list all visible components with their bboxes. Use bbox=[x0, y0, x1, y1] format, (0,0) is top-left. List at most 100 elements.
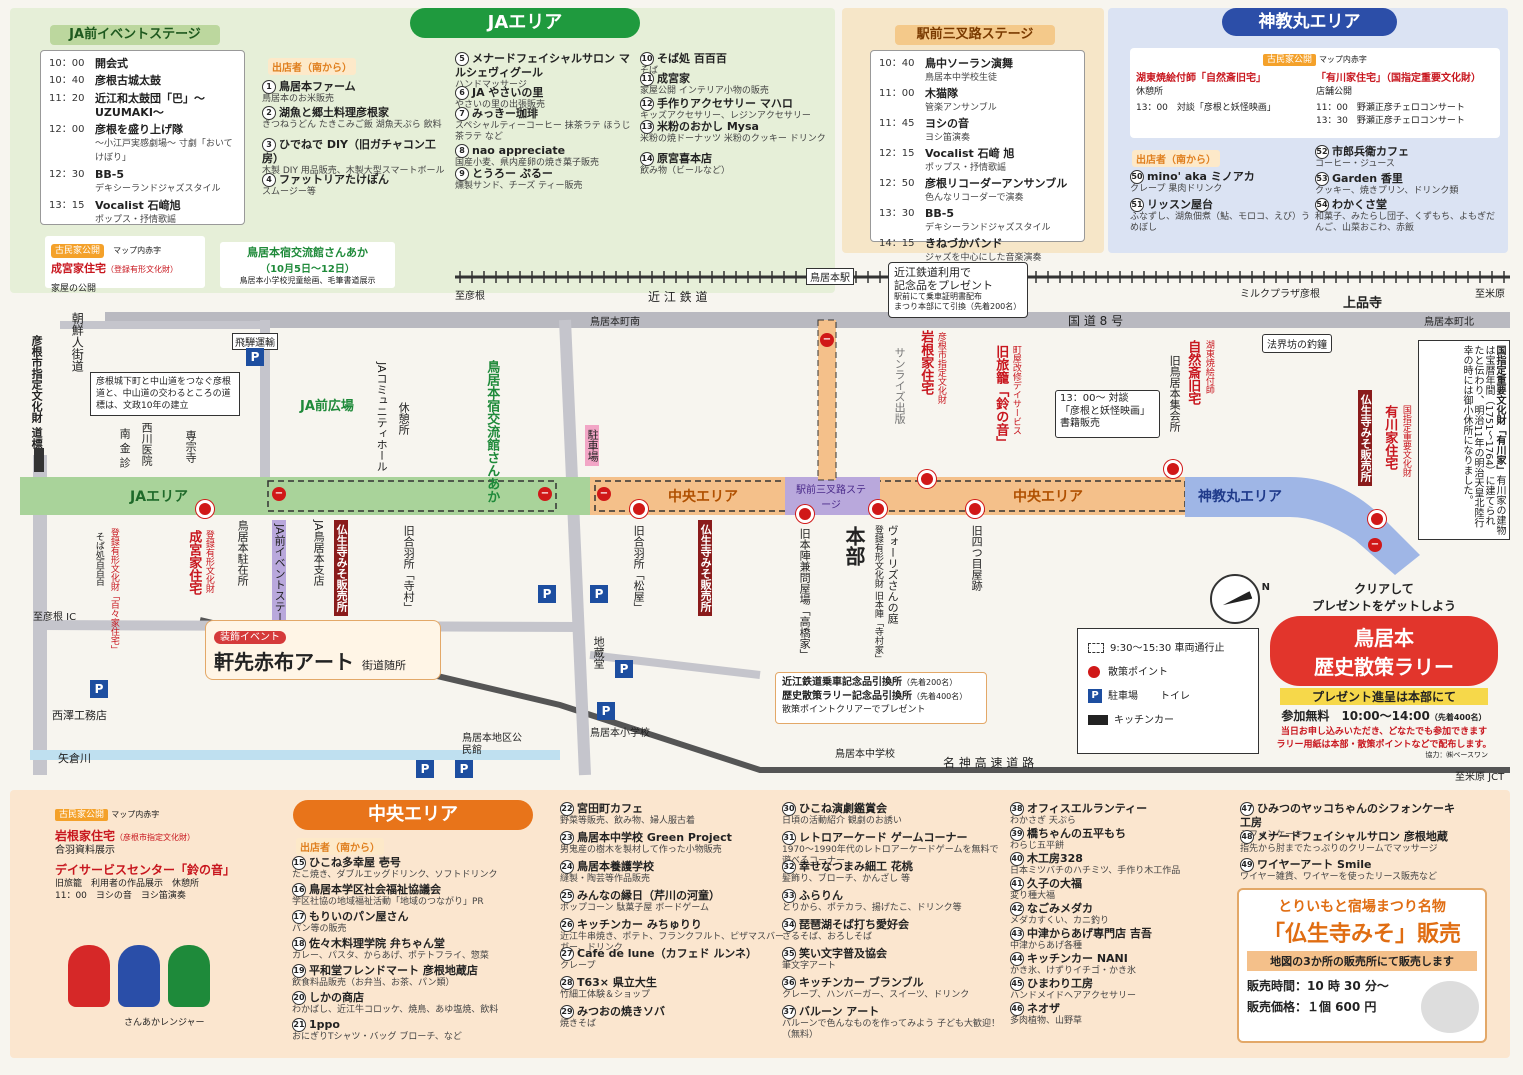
vendor-desc: 変り種大福 bbox=[1010, 891, 1056, 901]
minka-tag: 古民家公開 bbox=[1263, 54, 1317, 66]
vendor-number: 36 bbox=[782, 976, 796, 990]
vendor-desc: ポップコーン 駄菓子屋 ボードゲーム bbox=[560, 903, 710, 913]
chuo-area-band-label: 中央エリア bbox=[668, 489, 738, 505]
vendor-name: とうろー ぷるー bbox=[472, 167, 553, 180]
walk-point-marker[interactable] bbox=[918, 470, 936, 488]
arikawa-name: 「有川家住宅」（国指定重要文化財） bbox=[1316, 73, 1481, 84]
vendor-desc: クッキー、焼きプリン、ドリンク類 bbox=[1315, 186, 1459, 196]
vendor-desc: 近江牛串焼き、ポテト、フランクフルト、ピザマスバーガー、ドリンク bbox=[560, 932, 785, 954]
vendor-desc: 飲み物（ビールなど） bbox=[640, 166, 731, 176]
vendor-number: 26 bbox=[560, 918, 574, 932]
vendor-desc: 木製 DIY 用品販売、木製大型スマートボール bbox=[262, 165, 445, 176]
vendor-desc: 学区社協の地域福祉活動「地域のつながり」PR bbox=[292, 897, 484, 907]
vendor-name: T63× 県立大生 bbox=[577, 976, 657, 989]
vendor-desc: カレー、パスタ、からあげ、ポテトフライ、惣菜 bbox=[292, 951, 489, 961]
jinenzai-label: 自然斎旧宅 bbox=[1185, 340, 1201, 405]
vendor-name: 鳥居本ファーム bbox=[279, 80, 356, 93]
vendor-number: 12 bbox=[640, 97, 654, 111]
vendor-name: nao appreciate bbox=[472, 144, 566, 157]
vendor-desc: 家屋公開 インテリア小物の販売 bbox=[640, 86, 769, 96]
miso-price: 販売価格：１個 600 円 bbox=[1247, 1000, 1377, 1014]
walk-point-marker[interactable] bbox=[869, 500, 887, 518]
vendor-number: 49 bbox=[1240, 858, 1254, 872]
walk-point-marker[interactable] bbox=[796, 505, 814, 523]
vendor-desc: ワイヤー雑貨、ワイヤーを使ったリース販売など bbox=[1240, 872, 1438, 882]
vendor-name: ひこね多幸屋 壱号 bbox=[309, 856, 401, 869]
vendor-name: キッチンカー みちゅりり bbox=[577, 918, 702, 931]
walk-point-marker[interactable] bbox=[196, 500, 214, 518]
vendor-name: 琵琶湖そば打ち愛好会 bbox=[799, 918, 909, 931]
iwane-label: 岩根家住宅 bbox=[918, 330, 934, 395]
vendor-number: 22 bbox=[560, 802, 574, 816]
miso-sub: 地図の3か所の販売所にて販売します bbox=[1247, 951, 1477, 971]
vendor-desc: 縫製・陶芸等作品販売 bbox=[560, 874, 651, 884]
ja-minka-box: 古民家公開 マップ内赤字 成宮家住宅（登録有形文化財） 家屋の公開 bbox=[45, 236, 205, 294]
vendor-desc: 燻製サンド、チーズ ティー販売 bbox=[455, 181, 583, 191]
vendor-number: 50 bbox=[1130, 170, 1144, 184]
walk-point-marker[interactable] bbox=[966, 500, 984, 518]
vendor-number: 37 bbox=[782, 1005, 796, 1019]
hokaibo-label: 法界坊の釣鐘 bbox=[1262, 334, 1332, 353]
rally-note: ラリー用紙は本部・散策ポイントなどで配布します。 bbox=[1276, 740, 1492, 750]
vendor-desc: ハンドマッサージ bbox=[455, 79, 527, 90]
walk-point-marker[interactable] bbox=[1164, 460, 1182, 478]
vendor-desc: メダカすくい、カニ釣り bbox=[1010, 916, 1110, 926]
vendor-number: 42 bbox=[1010, 902, 1024, 916]
vendor-number: 14 bbox=[640, 152, 654, 166]
minami-label: 南 金 診 bbox=[118, 428, 132, 468]
vendor-desc: クレープ bbox=[560, 961, 596, 971]
noki-event-box: 装飾イベント 軒先赤布アート 街道随所 bbox=[205, 620, 441, 680]
jinenzai-desc: 休憩所 bbox=[1136, 87, 1164, 97]
vendor-name: 鳥居本学区社会福祉協議会 bbox=[309, 883, 441, 896]
vendor-name: キッチンカー NANI bbox=[1027, 952, 1128, 965]
jobonji-label: 上品寺 bbox=[1343, 296, 1383, 311]
vendor-number: 5 bbox=[455, 52, 469, 66]
vendor-desc: かき氷、けずりイチゴ・かき氷 bbox=[1010, 966, 1137, 976]
vendor-number: 20 bbox=[292, 991, 306, 1005]
vendor-name: みっきー珈琲 bbox=[472, 107, 538, 120]
vendor-desc: キッズアクセサリー、レジンアクセサリー bbox=[640, 111, 811, 121]
vendor-name: 宮田町カフェ bbox=[577, 802, 643, 815]
walk-point-marker[interactable] bbox=[1368, 510, 1386, 528]
vendor-desc: コーヒー・ジュース bbox=[1315, 159, 1395, 169]
vendor-desc: スペシャルティーコーヒー 抹茶ラテ ほうじ茶ラテ など bbox=[455, 121, 631, 143]
vendor-number: 53 bbox=[1315, 172, 1329, 186]
vendor-number: 51 bbox=[1130, 198, 1144, 212]
ekimae-band-label: 駅前三叉路ステージ bbox=[796, 485, 866, 511]
sanaka-title: 鳥居本宿交流館さんあか bbox=[247, 246, 368, 259]
walk-point-marker[interactable] bbox=[630, 500, 648, 518]
legend-kitchen: キッチンカー bbox=[1088, 709, 1248, 733]
school-label: 鳥居本小学校 bbox=[590, 728, 650, 739]
to-maibara-label: 至米原 bbox=[1475, 289, 1505, 300]
vendor-number: 46 bbox=[1010, 1002, 1024, 1016]
signpost-icon bbox=[34, 448, 44, 472]
vendor-name: ワイヤーアート Smile bbox=[1257, 858, 1372, 871]
vendor-name: ひでねで DIY（旧ガチャコン工房） bbox=[262, 138, 436, 165]
vendor-name: 湖魚と郷土料理彦根家 bbox=[279, 106, 389, 119]
misosale-chuo: 仏生寺みそ販売所 bbox=[698, 520, 713, 616]
signpost-label: 彦根市指定文化財 道標 bbox=[30, 335, 44, 449]
vendor-name: 鳥居本中学校 Green Project bbox=[577, 831, 732, 844]
miso-title2: 「仏生寺みそ」販売 bbox=[1262, 922, 1461, 947]
vendor-desc: わかさぎ 天ぷら bbox=[1010, 816, 1076, 826]
nishiyama-label: 西澤工務店 bbox=[52, 709, 107, 722]
